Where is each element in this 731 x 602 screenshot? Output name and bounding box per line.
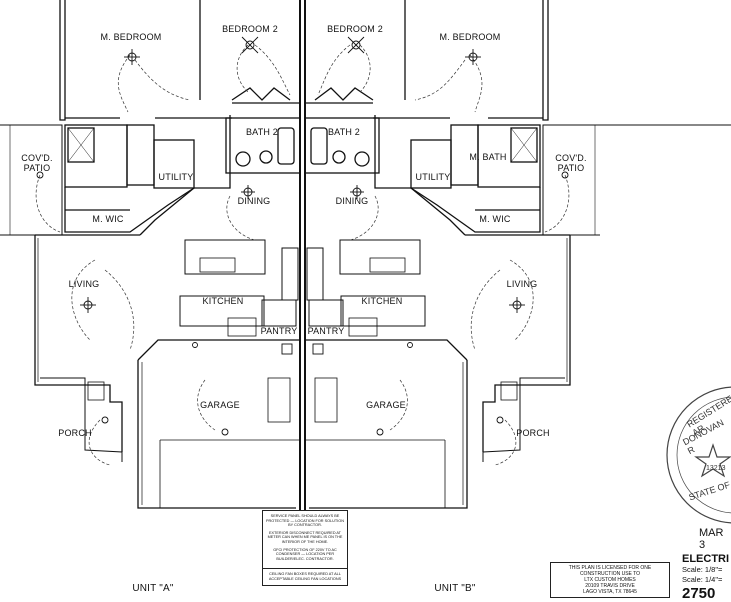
room-label-porch-b: PORCH <box>516 428 550 438</box>
room-label-covd-patio-a-line2: PATIO <box>23 163 51 173</box>
room-label-m-bedroom-b: M. BEDROOM <box>439 32 501 42</box>
drawing-date: MAR 3 <box>699 527 724 551</box>
room-label-kitchen-b: KITCHEN <box>361 296 403 306</box>
room-label-garage-a: GARAGE <box>200 400 240 410</box>
sheet-number: 2750 <box>682 585 716 602</box>
note-gfci: GFCI PROTECTION OF 220V TO AC CONDENSER … <box>273 547 337 561</box>
room-label-m-wic-a: M. WIC <box>92 214 124 224</box>
unit-b-title: UNIT "B" <box>434 583 476 594</box>
room-label-garage-b: GARAGE <box>366 400 406 410</box>
room-label-m-bath-b: M. BATH <box>469 152 507 162</box>
note-exterior-disconnect: EXTERIOR DISCONNECT REQUIRED AT METER CA… <box>267 530 343 544</box>
license-box: THIS PLAN IS LICENSED FOR ONE CONSTRUCTI… <box>550 562 670 598</box>
seal-text-number: 13213 <box>706 465 726 472</box>
room-label-covd-patio-a-line1: COV'D. <box>21 153 53 163</box>
room-label-utility-b: UTILITY <box>415 172 451 182</box>
room-label-bath2-a: BATH 2 <box>245 127 279 137</box>
drawing-title: ELECTRI <box>682 553 730 565</box>
architect-seal <box>666 386 731 524</box>
room-label-bedroom2-b: BEDROOM 2 <box>327 24 383 34</box>
room-label-pantry-b: PANTRY <box>307 326 345 336</box>
room-label-dining-a: DINING <box>237 196 271 206</box>
scale-1: Scale: 1/8"= <box>682 565 723 574</box>
room-label-dining-b: DINING <box>335 196 369 206</box>
room-label-m-bedroom-a: M. BEDROOM <box>100 32 162 42</box>
room-label-bath2-b: BATH 2 <box>327 127 361 137</box>
room-label-bedroom2-a: BEDROOM 2 <box>222 24 278 34</box>
room-label-utility-a: UTILITY <box>158 172 194 182</box>
room-label-covd-patio-b-line2: PATIO <box>557 163 585 173</box>
room-label-living-a: LIVING <box>68 279 100 289</box>
note-service-panel: SERVICE PANEL SHOULD ALWAYS BE PROTECTED… <box>266 514 344 528</box>
room-label-kitchen-a: KITCHEN <box>202 296 244 306</box>
room-label-pantry-a: PANTRY <box>260 326 298 336</box>
ceiling-fan-note: CEILING FAN BOXES REQUIRED AT ALL ACCEPT… <box>262 568 348 586</box>
room-label-m-wic-b: M. WIC <box>479 214 511 224</box>
room-label-covd-patio-b-line1: COV'D. <box>555 153 587 163</box>
unit-a-title: UNIT "A" <box>132 583 174 594</box>
scale-2: Scale: 1/4"= <box>682 575 723 584</box>
electrical-notes-box: SERVICE PANEL SHOULD ALWAYS BE PROTECTED… <box>262 510 348 574</box>
room-label-porch-a: PORCH <box>58 428 92 438</box>
room-label-living-b: LIVING <box>506 279 538 289</box>
